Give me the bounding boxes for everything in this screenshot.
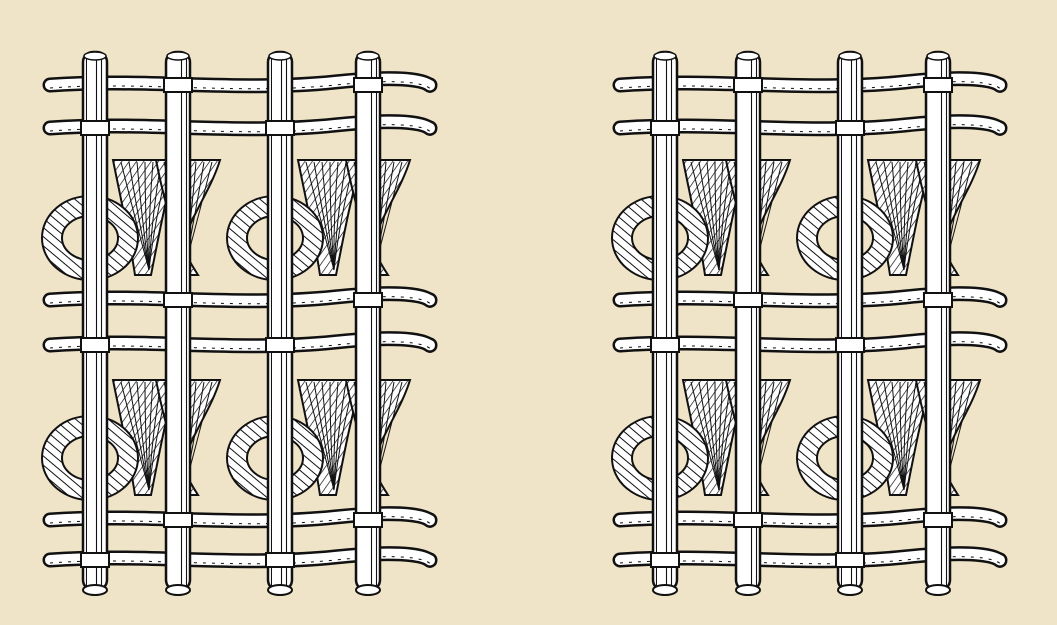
weft-crossing-3-2 [924,293,952,307]
weft-crossing-2-2 [836,121,864,135]
weft-crossing-4-2 [836,338,864,352]
weft-crossing-2-2 [266,121,294,135]
weft-crossing-6-2 [836,553,864,567]
weft-crossing-5-1 [734,513,762,527]
panel-knot-pattern-a [50,52,430,595]
weft-crossing-2-1 [651,121,679,135]
weft-crossing-1-1 [734,78,762,92]
weft-crossing-2-1 [81,121,109,135]
weft-crossing-3-2 [354,293,382,307]
weft-crossing-6-1 [81,553,109,567]
weft-crossing-4-2 [266,338,294,352]
weft-crossing-6-1 [651,553,679,567]
weft-crossing-5-2 [924,513,952,527]
weft-crossing-4-1 [651,338,679,352]
weft-crossing-5-1 [164,513,192,527]
weft-crossing-1-2 [924,78,952,92]
weft-crossing-3-1 [734,293,762,307]
weft-crossing-6-2 [266,553,294,567]
weft-crossing-5-2 [354,513,382,527]
weft-crossing-1-1 [164,78,192,92]
weft-crossing-1-2 [354,78,382,92]
weft-crossing-3-1 [164,293,192,307]
weft-crossing-4-1 [81,338,109,352]
panel-knot-pattern-b [620,52,1000,595]
